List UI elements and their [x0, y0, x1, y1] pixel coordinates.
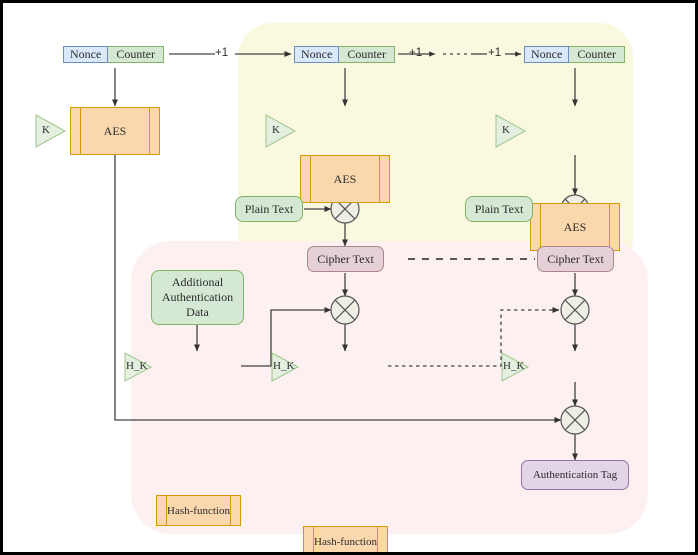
- key-triangle-2: [265, 114, 297, 148]
- aes-block-2[interactable]: AES: [300, 155, 390, 203]
- cipher-text-block-3[interactable]: Cipher Text: [537, 246, 614, 272]
- hash-key-triangle-3: [501, 352, 530, 382]
- counter-label-1: Counter: [108, 45, 164, 63]
- aad-label-line3: Data: [186, 305, 209, 319]
- nonce-counter-block-2[interactable]: Nonce Counter: [294, 40, 395, 68]
- aad-label-line1: Additional: [171, 275, 224, 289]
- cipher-text-label-2: Cipher Text: [317, 251, 374, 266]
- cipher-text-block-2[interactable]: Cipher Text: [307, 246, 384, 272]
- key-triangle-1: [35, 114, 67, 148]
- additional-authentication-data-block[interactable]: Additional Authentication Data: [151, 270, 244, 325]
- nonce-label-1: Nonce: [63, 45, 109, 63]
- nonce-label-2: Nonce: [294, 45, 340, 63]
- hash-key-label-1: H_K: [126, 360, 148, 372]
- counter-label-2: Counter: [339, 45, 395, 63]
- aes-label-1: AES: [103, 123, 127, 138]
- aad-label-line2: Authentication: [161, 290, 234, 304]
- hash-function-block-1[interactable]: Hash-function: [156, 495, 241, 526]
- aes-label-3: AES: [563, 219, 587, 234]
- xor-gate-hash-3: [560, 295, 590, 325]
- counter-label-3: Counter: [569, 45, 625, 63]
- increment-label-1: +1: [215, 47, 229, 59]
- aes-block-1[interactable]: AES: [70, 107, 160, 155]
- nonce-counter-block-3[interactable]: Nonce Counter: [524, 40, 625, 68]
- plain-text-label-2: Plain Text: [244, 201, 294, 216]
- authentication-tag-label: Authentication Tag: [532, 469, 618, 481]
- aes-block-3[interactable]: AES: [530, 203, 620, 251]
- hash-key-triangle-2: [271, 352, 300, 382]
- authentication-tag-block[interactable]: Authentication Tag: [521, 460, 629, 490]
- plain-text-block-2[interactable]: Plain Text: [235, 196, 303, 222]
- key-triangles: [35, 114, 530, 382]
- cipher-text-label-3: Cipher Text: [547, 251, 604, 266]
- nonce-label-3: Nonce: [524, 45, 570, 63]
- increment-label-3: +1: [488, 47, 502, 59]
- xor-gate-hash-2: [330, 295, 360, 325]
- hash-function-label-1: Hash-function: [167, 504, 230, 517]
- plain-text-block-3[interactable]: Plain Text: [465, 196, 533, 222]
- hash-key-triangle-1: [124, 352, 153, 382]
- hash-key-label-2: H_K: [273, 360, 295, 372]
- increment-label-2: +1: [409, 47, 423, 59]
- key-label-1: K: [42, 124, 50, 136]
- hash-function-block-2[interactable]: Hash-function: [303, 526, 388, 552]
- xor-gate-final: [560, 405, 590, 435]
- nonce-counter-block-1[interactable]: Nonce Counter: [63, 40, 164, 68]
- aes-label-2: AES: [333, 171, 357, 186]
- hash-key-label-3: H_K: [503, 360, 525, 372]
- key-label-3: K: [502, 124, 510, 136]
- hash-function-label-2: Hash-function: [314, 535, 377, 548]
- key-label-2: K: [272, 124, 280, 136]
- plain-text-label-3: Plain Text: [474, 201, 524, 216]
- key-triangle-3: [495, 114, 527, 148]
